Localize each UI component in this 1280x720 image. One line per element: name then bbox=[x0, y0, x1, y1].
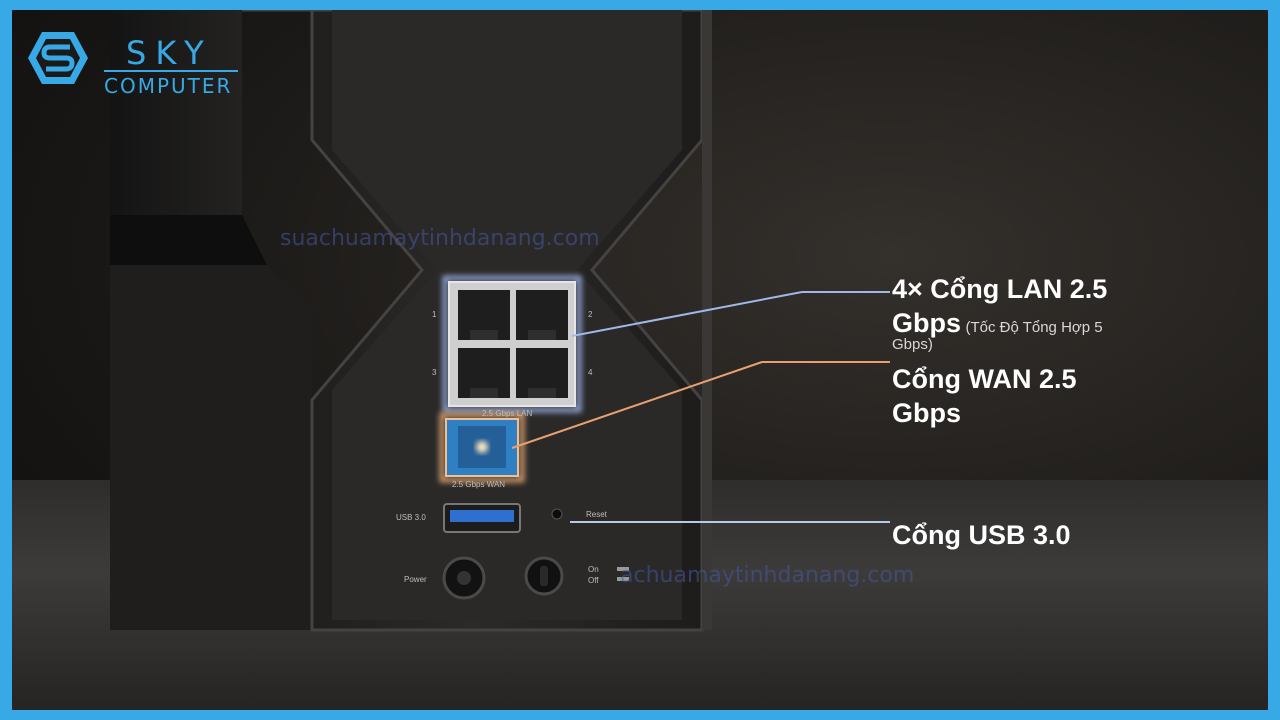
reset-label: Reset bbox=[586, 510, 607, 519]
lan-port-number-2: 2 bbox=[588, 310, 593, 319]
logo-divider bbox=[104, 70, 238, 72]
wan-port-label: 2.5 Gbps WAN bbox=[452, 480, 506, 489]
logo-brand-sky: SKY bbox=[126, 34, 213, 72]
wan-callout-title: Cổng WAN 2.5 bbox=[892, 364, 1077, 394]
lan-port-number-4: 4 bbox=[588, 368, 593, 377]
switch-on-label: On bbox=[588, 565, 599, 574]
watermark-top: suachuamaytinhdanang.com bbox=[280, 226, 600, 251]
reset-hole bbox=[551, 508, 563, 520]
lan-callout: 4× Cổng LAN 2.5 Gbps (Tốc Độ Tổng Hợp 5 … bbox=[892, 272, 1252, 353]
wan-callout: Cổng WAN 2.5 Gbps bbox=[892, 362, 1192, 430]
router-right-edge bbox=[702, 10, 712, 630]
usb-callout-title: Cổng USB 3.0 bbox=[892, 520, 1071, 550]
lan-port-label: 2.5 Gbps LAN bbox=[482, 409, 533, 418]
photo-frame: 1 2 3 4 2.5 Gbps LAN 2.5 Gbps WAN USB 3.… bbox=[12, 10, 1268, 710]
usb-callout: Cổng USB 3.0 bbox=[892, 518, 1222, 552]
watermark-bottom: achuamaytinhdanang.com bbox=[620, 563, 915, 588]
lan-port-number-1: 1 bbox=[432, 310, 437, 319]
router-side-lower bbox=[110, 265, 312, 630]
wan-callout-unit: Gbps bbox=[892, 398, 962, 428]
logo-brand-computer: COMPUTER bbox=[104, 74, 233, 98]
wan-port-glow bbox=[439, 412, 525, 483]
lan-port-number-3: 3 bbox=[432, 368, 437, 377]
lan-port-glow bbox=[442, 275, 582, 413]
power-label: Power bbox=[404, 575, 427, 584]
lan-callout-note-end: Gbps) bbox=[892, 336, 933, 353]
router-scene bbox=[110, 10, 890, 632]
lan-callout-note: (Tốc Độ Tổng Hợp 5 bbox=[965, 319, 1103, 336]
switch-off-label: Off bbox=[588, 576, 599, 585]
logo-hexagon-icon bbox=[28, 32, 88, 84]
lan-callout-line bbox=[571, 291, 803, 337]
lan-callout-unit: Gbps bbox=[892, 308, 962, 338]
router-side-notch bbox=[110, 215, 267, 265]
usb-port-label: USB 3.0 bbox=[396, 513, 426, 522]
lan-callout-title: 4× Cổng LAN 2.5 bbox=[892, 274, 1108, 304]
wan-callout-line bbox=[511, 361, 763, 449]
sky-computer-logo: SKY COMPUTER bbox=[22, 22, 242, 98]
